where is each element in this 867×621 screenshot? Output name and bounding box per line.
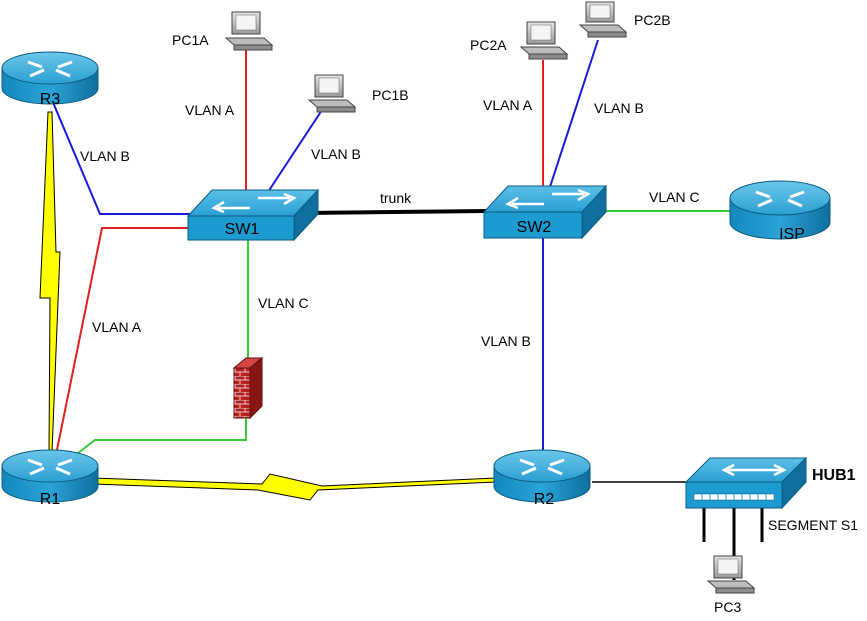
router-isp[interactable]: ISP [729,180,831,243]
pc-label: PC1B [372,87,409,103]
link-firewall-r1 [77,418,247,454]
segment-label: SEGMENT S1 [768,517,858,533]
hub-label: HUB1 [812,467,856,484]
pc-icon [224,11,274,51]
link-label-r1-sw1: VLAN A [92,319,142,335]
firewall[interactable] [232,356,264,420]
router-label: R2 [534,491,555,508]
router-r3[interactable]: R3 [1,51,99,108]
link-r3-sw1 [51,99,190,215]
hub-icon [684,456,808,510]
switch-label: SW2 [517,219,552,236]
pc-icon [307,74,357,113]
switch-sw1[interactable]: SW1 [186,188,320,242]
router-icon [729,180,831,240]
link-trunk-sw1-sw2 [304,209,489,215]
link-label-pc2b-sw2: VLAN B [594,100,644,116]
router-r1[interactable]: R1 [1,449,99,508]
router-icon [493,449,591,503]
switch-label: SW1 [225,221,260,238]
router-label: R1 [40,491,61,508]
link-label-r3-sw1: VLAN B [80,148,130,164]
pc-label: PC3 [714,599,741,615]
serial-link-r1-r2 [91,473,497,501]
router-icon [1,51,99,105]
link-label-pc2a-sw2: VLAN A [483,97,533,113]
link-label-sw2-r2: VLAN B [481,333,531,349]
switch-icon [482,184,608,240]
pc-pc2a[interactable]: PC2A [470,21,569,60]
pc-icon [706,555,756,594]
pc-icon [578,1,628,38]
pc-pc1b[interactable]: PC1B [307,74,409,113]
switch-sw2[interactable]: SW2 [482,184,608,240]
pc-pc3[interactable]: PC3 [706,555,756,615]
link-label-sw2-isp: VLAN C [649,189,700,205]
router-icon [1,449,99,503]
firewall-icon [232,356,264,420]
serial-link-r3-r1 [39,111,61,453]
pc-icon [519,21,569,60]
pc-pc2b[interactable]: PC2B [578,1,671,38]
links [39,39,764,580]
link-pc2b-sw2 [548,39,599,191]
pc-label: PC2A [470,37,507,53]
router-label: ISP [779,226,805,243]
switch-icon [186,188,320,242]
link-r1-sw1 [56,227,190,451]
hub-hub1[interactable]: HUB1 [684,456,856,510]
link-label-pc1a-sw1: VLAN A [185,102,235,118]
link-pc1b-sw1 [267,109,323,193]
link-label-sw1-firewall: VLAN C [258,295,309,311]
router-label: R3 [40,91,61,108]
link-label-pc1b-sw1: VLAN B [311,146,361,162]
pc-label: PC1A [172,32,209,48]
pc-label: PC2B [634,12,671,28]
router-r2[interactable]: R2 [493,449,591,508]
link-labels: VLAN A VLAN B VLAN B VLAN A VLAN C trunk… [80,97,700,349]
link-label-trunk: trunk [380,190,412,206]
pc-pc1a[interactable]: PC1A [172,11,274,51]
